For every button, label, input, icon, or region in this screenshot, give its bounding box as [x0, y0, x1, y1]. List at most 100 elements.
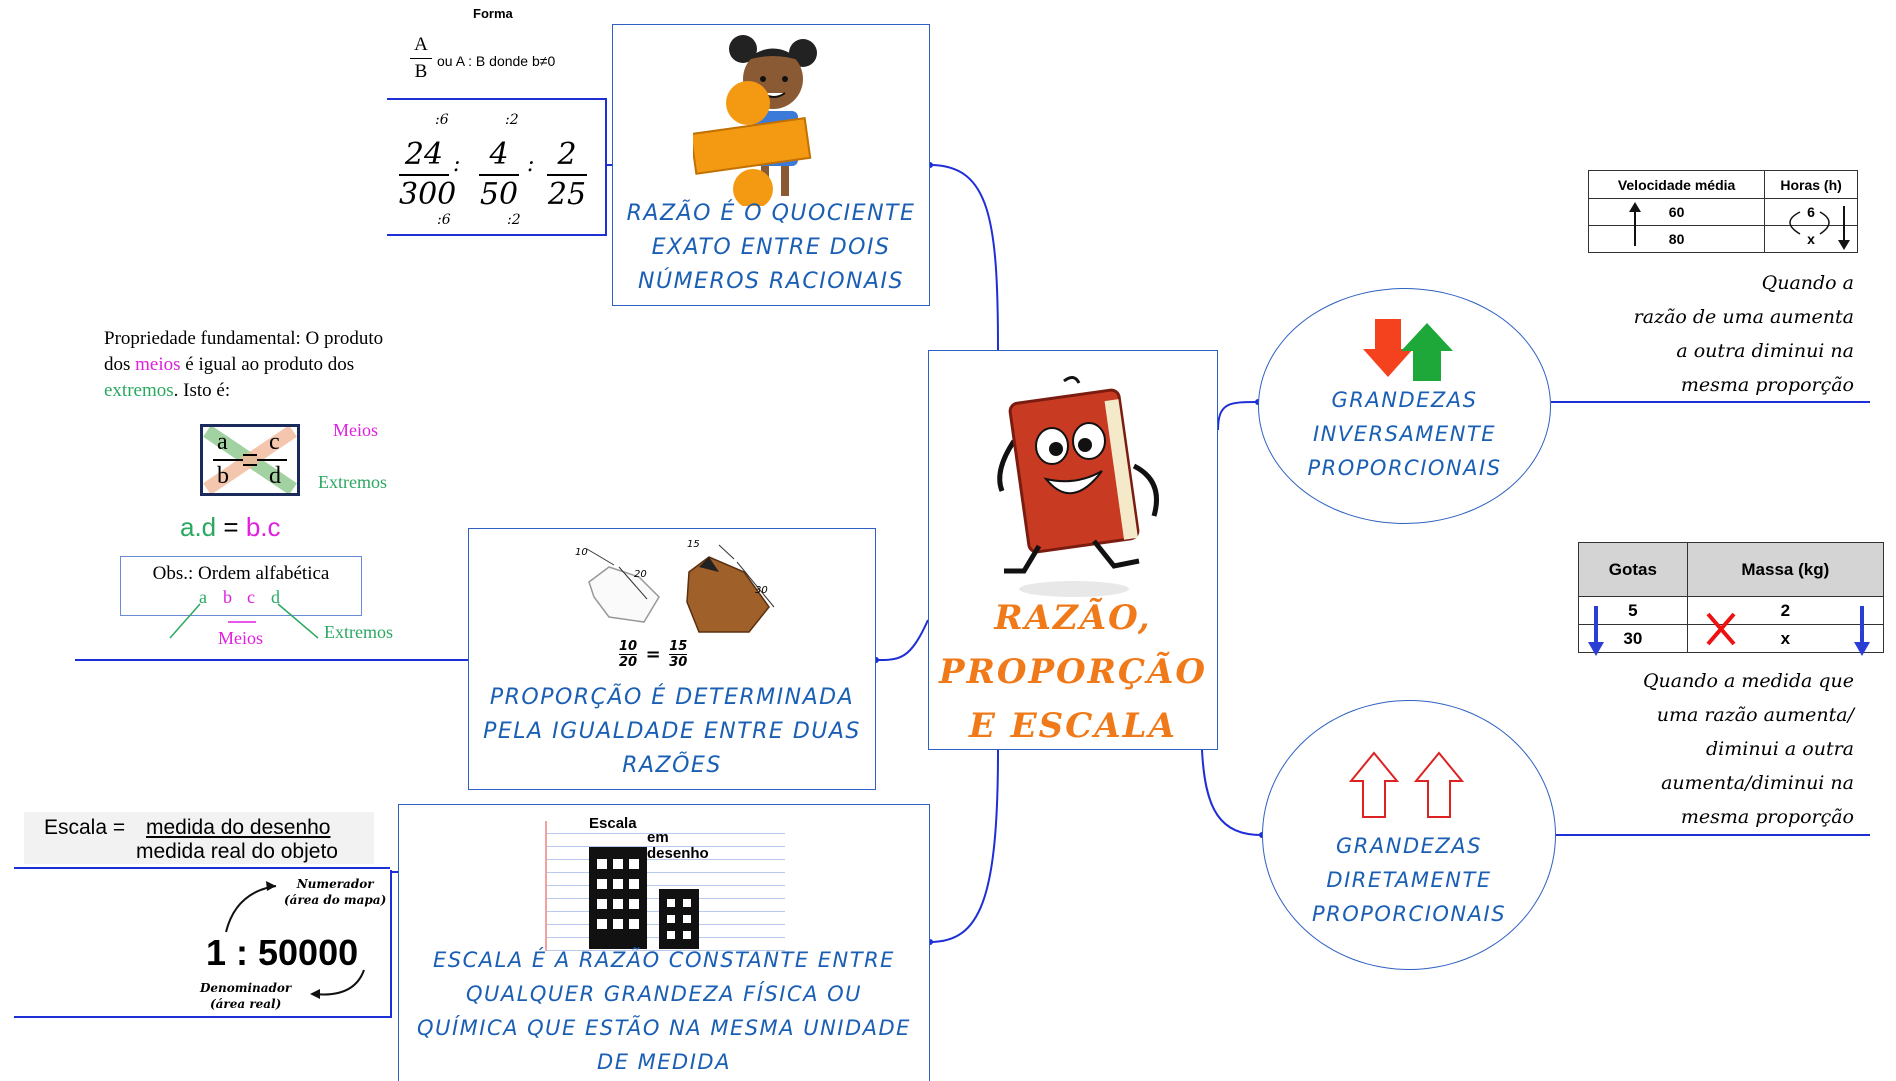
inversa-cell: 80 — [1587, 225, 1766, 253]
direta-cell: 2 — [1686, 596, 1885, 625]
direta-cell: x — [1686, 624, 1885, 653]
inversa-note: Quando a razão de uma aumenta a outra di… — [1570, 266, 1854, 402]
direta-note-line: diminui a outra — [1705, 738, 1854, 760]
dog-eq-n2: 15 — [669, 639, 688, 655]
direta-cell: 30 — [1578, 624, 1688, 653]
direta-text-line: PROPORCIONAIS — [1311, 902, 1507, 926]
center-node[interactable]: RAZÃO, PROPORÇÃO E ESCALA — [928, 350, 1218, 750]
example-op-top-2: :2 — [505, 112, 519, 128]
inversa-note-line: razão de uma aumenta — [1633, 306, 1854, 328]
example-op-bot-1: :6 — [437, 212, 451, 228]
escala-ratio-box: 1 : 50000 Numerador(área do mapa) Denomi… — [14, 870, 392, 1018]
inversa-note-line: mesma proporção — [1680, 374, 1854, 396]
obs-letter-c: c — [247, 587, 255, 607]
product-ad: a.d — [180, 512, 217, 542]
prop-line-1: Propriedade fundamental: O produto — [104, 328, 384, 349]
example-den-1: 300 — [399, 177, 457, 212]
obs-box: Obs.: Ordem alfabética a b c d — [120, 556, 362, 616]
proporcao-text: PROPORÇÃO É DETERMINADA PELA IGUALDADE E… — [469, 681, 875, 783]
escala-formula-label: Escala = — [44, 816, 126, 839]
razao-text-line: RAZÃO É O QUOCIENTE — [626, 201, 916, 226]
building-title-3: desenho — [647, 845, 709, 862]
diag-a: a — [217, 429, 228, 455]
proporcao-text-line: PELA IGUALDADE ENTRE DUAS — [483, 719, 861, 744]
product-eq: = — [223, 512, 239, 542]
dog-label-20: 20 — [634, 569, 647, 580]
denominador-label: Denominador(área real) — [200, 981, 292, 1011]
direta-note: Quando a medida que uma razão aumenta/ d… — [1578, 664, 1854, 834]
example-den-3: 25 — [547, 177, 587, 212]
escala-formula-box: Escala = medida do desenho medida real d… — [24, 812, 374, 864]
escala-text-line: ESCALA É A RAZÃO CONSTANTE ENTRE — [433, 948, 895, 972]
connector-center-proporcao — [875, 619, 929, 661]
obs-title: Obs.: Ordem alfabética — [152, 563, 330, 584]
escala-formula-num: medida do desenho — [146, 816, 331, 839]
razao-node[interactable]: RAZÃO É O QUOCIENTE EXATO ENTRE DOIS NÚM… — [612, 24, 930, 306]
razao-text-line: NÚMEROS RACIONAIS — [638, 269, 904, 294]
center-title-line2: PROPORÇÃO — [939, 652, 1207, 692]
inversa-text-line: INVERSAMENTE — [1312, 422, 1497, 446]
inversa-text: GRANDEZAS INVERSAMENTE PROPORCIONAIS — [1259, 383, 1550, 485]
connector-center-inversa — [1217, 401, 1259, 431]
connector-center-razao — [929, 164, 999, 351]
diag-d: d — [269, 463, 281, 489]
obs-extremos-label: Extremos — [324, 622, 393, 642]
label-extremos: Extremos — [318, 472, 387, 492]
dog-label-30: 30 — [755, 585, 768, 596]
direta-note-line: Quando a medida que — [1642, 670, 1854, 692]
dogs-scale-illustration — [586, 544, 775, 633]
forma-frac-num: A — [410, 32, 432, 59]
inversa-header-0: Velocidade média — [1587, 170, 1766, 199]
inversa-cell: 60 — [1587, 198, 1766, 226]
example-op-bot-2: :2 — [507, 212, 521, 228]
proporcao-text-line: PROPORÇÃO É DETERMINADA — [489, 685, 855, 710]
example-op-top-1: :6 — [435, 112, 449, 128]
dog-label-15: 15 — [687, 539, 700, 550]
building-title-1: Escala — [589, 815, 637, 832]
label-meios: Meios — [333, 420, 378, 440]
direta-note-line: mesma proporção — [1680, 806, 1854, 828]
running-book-illustration — [997, 376, 1159, 597]
girl-holding-division-sign-illustration — [693, 35, 817, 206]
example-num-3: 2 — [547, 136, 587, 176]
inversa-text-line: GRANDEZAS — [1331, 388, 1478, 412]
example-colon-2: : — [527, 152, 535, 177]
escala-node[interactable]: Escala em desenho ESCALA É A RAZÃO CONST… — [398, 804, 930, 1081]
obs-letter-a: a — [199, 587, 207, 607]
direta-text: GRANDEZAS DIRETAMENTE PROPORCIONAIS — [1263, 829, 1555, 931]
direta-cell: 5 — [1578, 596, 1688, 625]
forma-label: Forma — [473, 6, 513, 21]
product-equation: a.d = b.c — [180, 512, 281, 543]
escala-text-line: QUALQUER GRANDEZA FÍSICA OU — [465, 982, 863, 1006]
center-title: RAZÃO, PROPORÇÃO E ESCALA — [929, 591, 1217, 753]
obs-letter-b: b — [223, 587, 232, 607]
escala-text: ESCALA É A RAZÃO CONSTANTE ENTRE QUALQUE… — [399, 943, 929, 1079]
inversa-cell: 6 — [1764, 198, 1858, 226]
example-num-2: 4 — [479, 136, 519, 176]
forma-frac-den: B — [414, 61, 428, 82]
proporcao-text-line: RAZÕES — [622, 753, 722, 778]
example-num-1: 24 — [399, 136, 449, 176]
escala-text-line: DE MEDIDA — [597, 1050, 731, 1074]
direta-node[interactable]: GRANDEZAS DIRETAMENTE PROPORCIONAIS — [1262, 700, 1556, 970]
direta-note-line: aumenta/diminui na — [1661, 772, 1854, 794]
inversa-node[interactable]: GRANDEZAS INVERSAMENTE PROPORCIONAIS — [1258, 288, 1551, 524]
product-bc: b.c — [245, 512, 281, 542]
buildings-icon — [589, 847, 699, 949]
prop-line-2: dos meios é igual ao produto dos — [104, 354, 355, 375]
center-title-line3: E ESCALA — [969, 706, 1177, 746]
forma-text: ou A : B donde b≠0 — [437, 53, 556, 69]
numerador-label: Numerador(área do mapa) — [284, 877, 387, 907]
direta-header-0: Gotas — [1578, 542, 1688, 597]
dog-eq-d2: 30 — [669, 655, 688, 670]
obs-letter-d: d — [271, 587, 280, 607]
inversa-note-line: a outra diminui na — [1676, 340, 1854, 362]
direta-text-line: GRANDEZAS — [1336, 834, 1482, 858]
escala-arrows — [225, 881, 365, 999]
obs-meios-label: Meios — [218, 628, 263, 648]
